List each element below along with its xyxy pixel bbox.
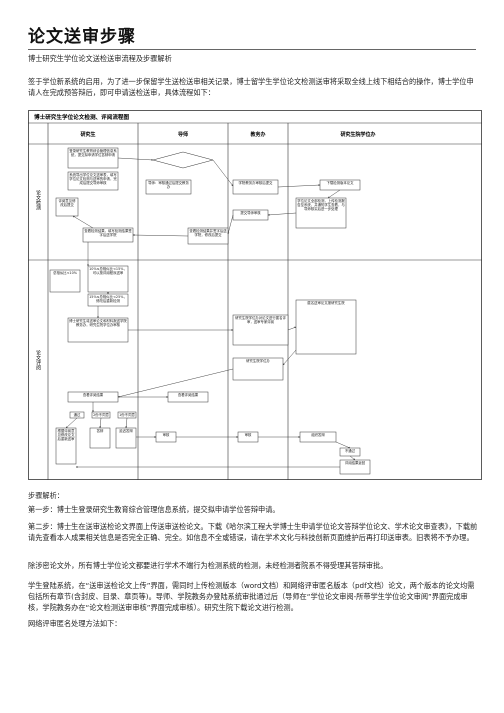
flow-arrow [99, 417, 102, 429]
flow-arrow [277, 184, 321, 188]
flow-box-b11 [49, 269, 81, 293]
flow-text-b4: 学院教务办审核后提交 [238, 181, 273, 185]
flowchart: 博士研究生学位论文检测、评阅流程图 研究生 导师 教务办 研究生院学位办 论文检… [28, 110, 482, 480]
step-anonymous: 网络评审匿名处理方法如下： [28, 619, 122, 628]
flow-arrow [132, 234, 189, 237]
flow-text-b27: 不通过 [344, 449, 356, 453]
flow-box-b30 [55, 197, 79, 217]
title-divider [28, 49, 476, 50]
flow-box-b2 [67, 171, 119, 191]
flow-text-b16: 研究生院学位办对论文进行匿名评审，送审专家评阅 [235, 316, 286, 324]
flow-box-b12 [87, 265, 129, 293]
flow-text-b3: 导师：审核通过后提交教务办 [148, 181, 189, 189]
flow-box-b6 [295, 197, 347, 229]
flow-arrow [212, 159, 234, 187]
flow-arrow [282, 349, 297, 366]
flow-text-b23: 根据评阅意见修改论文后重新送审 [57, 429, 75, 441]
flow-text-b19: 评阅结果返回 [344, 461, 366, 465]
col-grad-school: 研究生院学位办 [340, 131, 375, 138]
col-student: 研究生 [80, 131, 95, 138]
flow-arrow [349, 455, 356, 461]
step-1: 第一步：博士生登录研究生教育综合管理信息系统，提交拟申请学位答辩申请。 [28, 505, 280, 514]
flow-arrow [117, 157, 154, 161]
flow-text-b29: 延迟答辩 [119, 429, 133, 433]
flow-text-b21: 2份不同意 [93, 413, 109, 417]
flow-text-b10: 查看检测结果并签字后送学院，修改后提交 [189, 229, 227, 237]
flow-text-b2: 系统导出学位论文送审表，填写学位论文检测与送审的申请，完成后提交导师审核 [69, 173, 117, 185]
flow-title: 博士研究生学位论文检测、评阅流程图 [34, 113, 130, 121]
flow-box-b14 [67, 317, 129, 343]
flow-text-b17: 查看评阅结果 [82, 393, 104, 397]
phase-check: 论文检测 [35, 189, 41, 211]
intro-paragraph: 签于学位新系统的启用，为了进一步保留学生送检送审相关记录，博士留学生学位论文检测… [28, 77, 474, 97]
flow-text-b25: 审核 [244, 433, 252, 437]
flow-text-b14: 博士研究生将送审论文和材料报送学院教务办，研究生院学位办审核 [69, 319, 127, 327]
col-office: 教务办 [249, 131, 265, 138]
flow-text-b5: 下载检测版本论文 [326, 181, 354, 185]
flow-arrow [227, 214, 234, 235]
flow-box-b15 [295, 299, 357, 355]
flow-arrow [72, 215, 94, 229]
flow-text-b28: 答辩 [96, 429, 104, 433]
flow-arrow [125, 417, 128, 429]
flow-arrow [117, 368, 234, 398]
col-advisor: 导师 [178, 131, 188, 138]
step-upload: 学生登陆系统，在“送审送检论文上传”界面，需同时上传检测版本（word文档）和网… [28, 581, 475, 612]
subtitle: 博士研究生学位论文送检送审流程及步骤解析 [28, 54, 172, 63]
flow-text-b31: 提交导师审核 [240, 211, 261, 215]
flow-box-b3 [145, 179, 192, 195]
flow-text-b18: 查看评阅结果 [177, 393, 199, 397]
flow-box-b16 [232, 314, 289, 346]
analysis-label: 步骤解析： [28, 491, 64, 500]
flow-text-b26: 组织答辩 [311, 433, 325, 437]
step-note-detection: 除涉密论文外，所有博士学位论文都要进行学术不端行为检测系统的检测，未经检测者院系… [28, 561, 388, 570]
flow-text-b32: 研究生院学位办 [246, 359, 270, 363]
flow-arrow [287, 326, 297, 331]
flow-text-b12: 10%≤总相似比<15%，可以按评阅程序送审 [89, 267, 127, 275]
flow-text-b15: 匿名送审论文报研究生院 [307, 301, 345, 305]
flow-text-b24: 审核 [162, 433, 170, 437]
flow-text-b13: 15%≤总相似比<25%，修改后重新检测 [89, 295, 127, 303]
flow-text-b6: 学位论文全部检测，上传检测报告至系统，并通知学生查看，与导师核实后进一步处理 [297, 199, 345, 211]
flow-arrow [65, 417, 78, 429]
step-2: 第二步：博士生在送审送检论文界面上传送审送检论文。下载《哈尔滨工程大学博士生申请… [28, 522, 478, 542]
phase-review: 论文评阅 [35, 349, 41, 371]
flow-text-b9: 查看检测结果，填写检测结果签字后送学院 [84, 229, 132, 237]
flow-arrow [335, 441, 351, 449]
flow-text-b11: 总相似比<10% [53, 271, 77, 275]
flow-arrow [267, 212, 297, 216]
page-title: 论文送审步骤 [28, 27, 136, 47]
flow-decision [152, 151, 214, 169]
flowchart-svg: 博士研究生学位论文检测、评阅流程图 研究生 导师 教务办 研究生院学位办 论文检… [28, 110, 482, 480]
flow-text-b22: 1份不同意 [119, 413, 135, 417]
flow-arrow [327, 189, 341, 199]
flow-text-b20: 通过 [73, 413, 81, 417]
flow-text-b1: 登录研究生教育综合管理信息系统，提交拟申请学位答辩申请 [69, 149, 117, 157]
flow-text-b30: 评阅意见修改后提交 [58, 199, 76, 207]
